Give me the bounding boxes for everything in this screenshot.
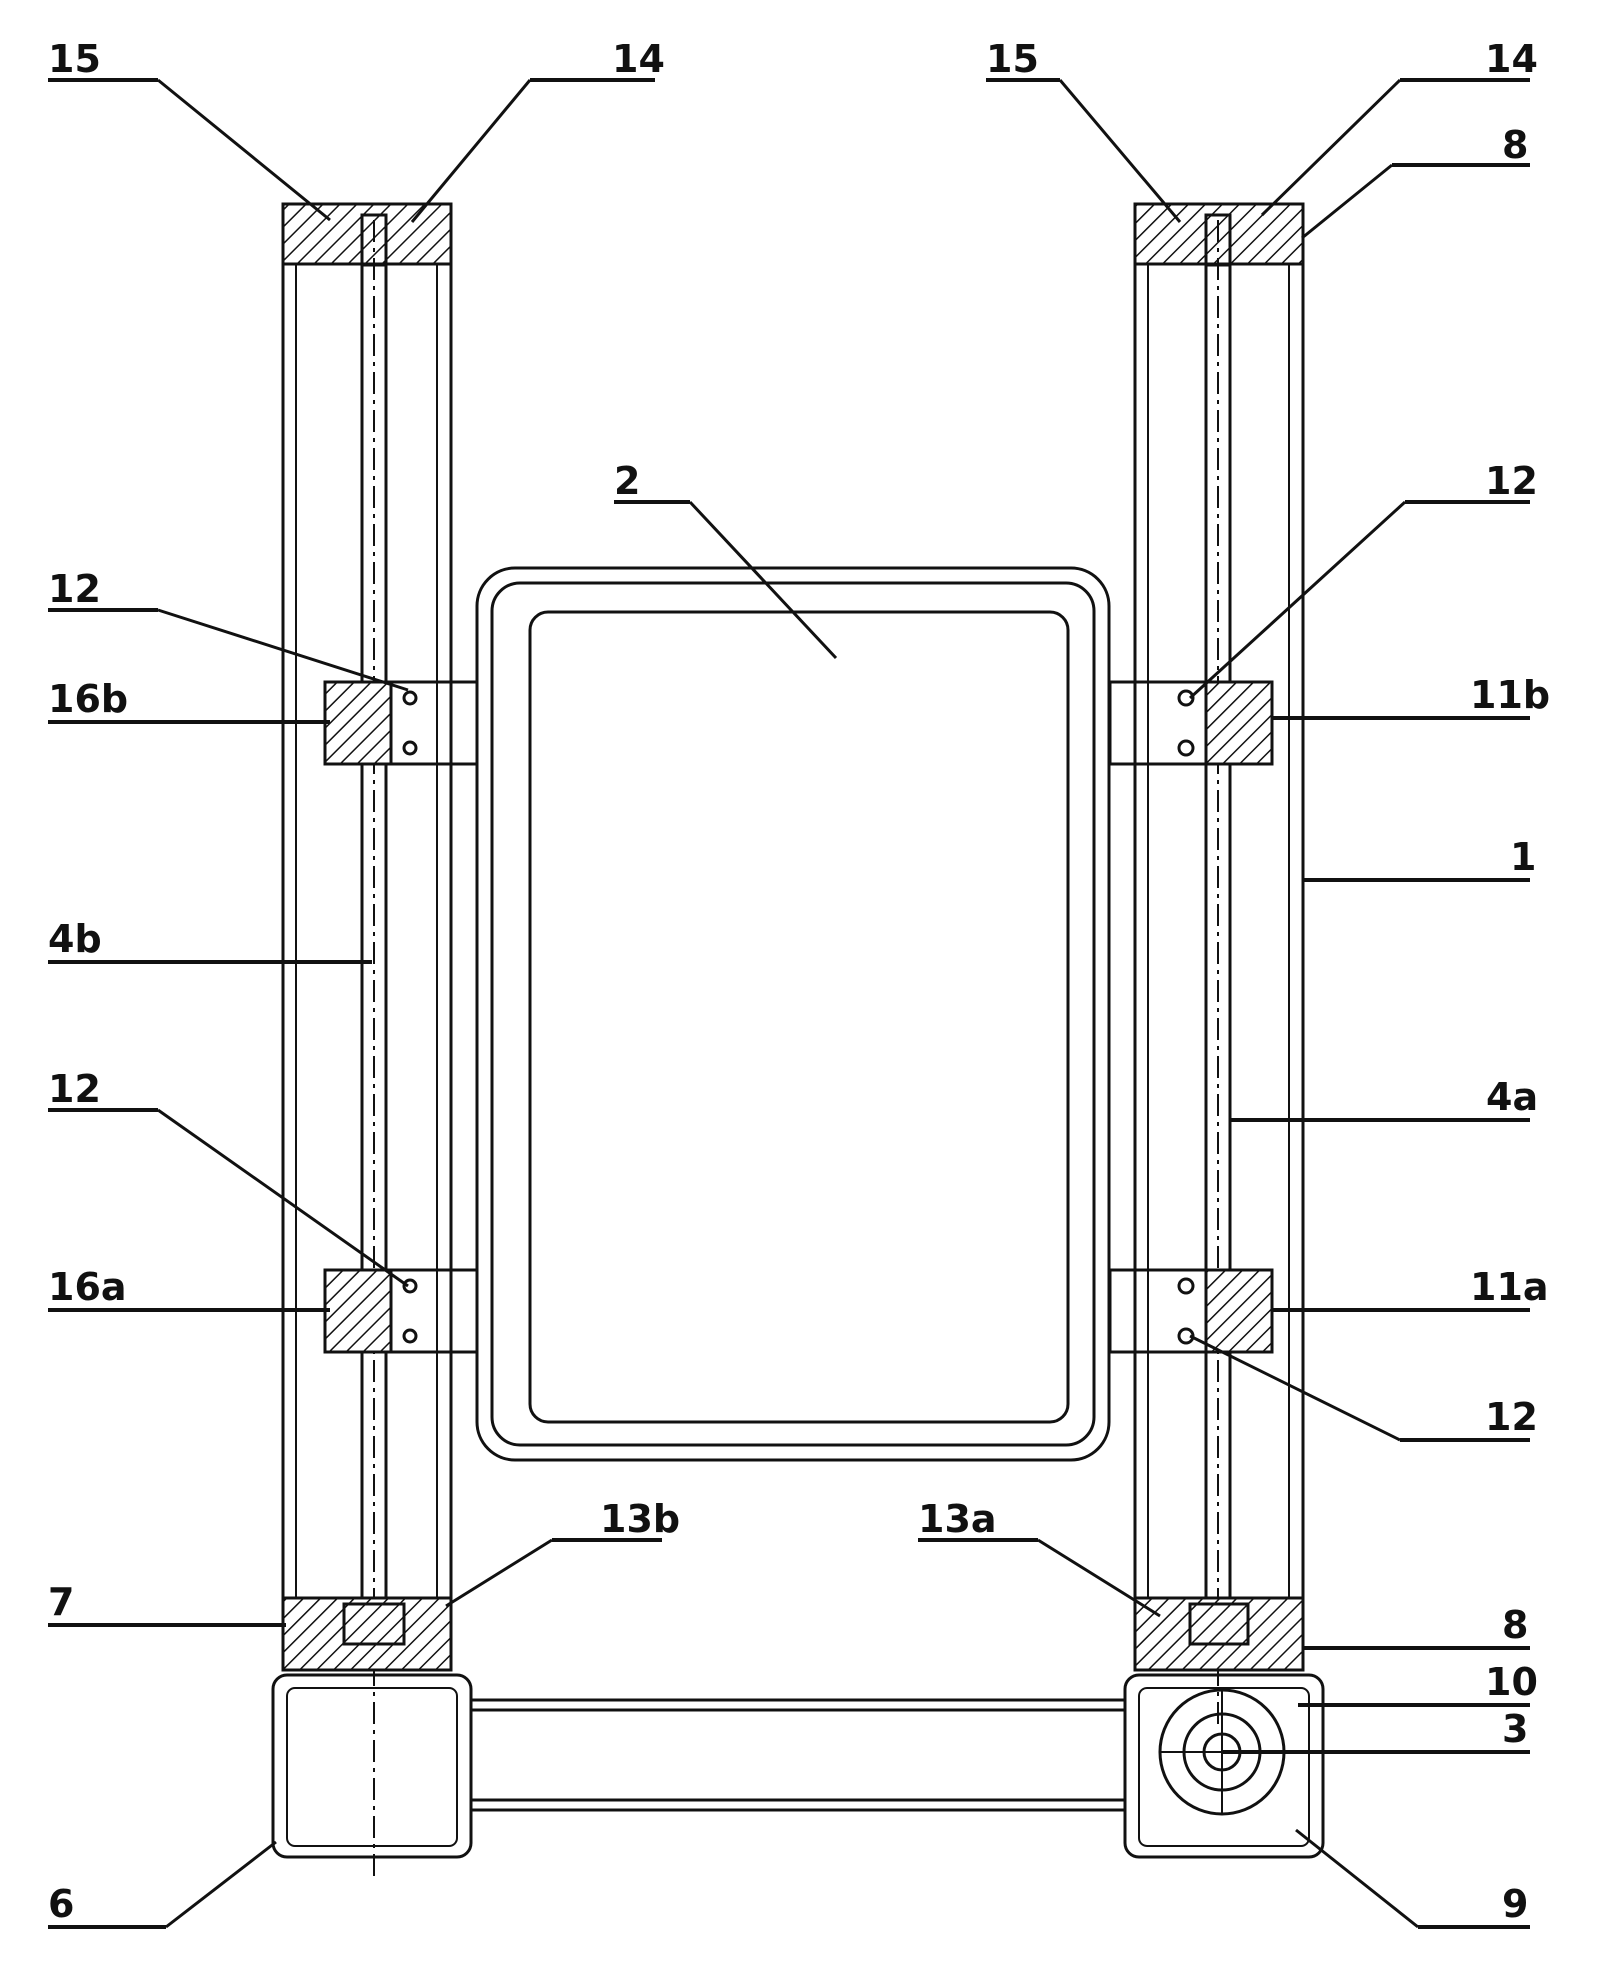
label-8-top: 8 (1502, 123, 1528, 167)
left-slider-16b (323, 680, 393, 766)
label-12-right-top: 12 (1485, 459, 1538, 503)
right-slider-11b (1204, 680, 1274, 766)
labels: 15 14 15 14 8 2 12 12 16b 11b 1 4b 4a 12… (48, 37, 1550, 1926)
label-6: 6 (48, 1882, 74, 1926)
label-1: 1 (1510, 835, 1536, 879)
left-bottom-bearing (281, 1596, 453, 1672)
right-bottom-bearing (1133, 1596, 1305, 1672)
right-column (1108, 202, 1325, 1859)
label-7: 7 (48, 1580, 74, 1624)
label-11a: 11a (1470, 1265, 1549, 1309)
label-11b: 11b (1470, 673, 1550, 717)
right-foot (1123, 1673, 1325, 1859)
leader-lines (48, 78, 1530, 1929)
label-13a: 13a (918, 1497, 997, 1541)
label-16a: 16a (48, 1265, 127, 1309)
label-12-left-top: 12 (48, 567, 101, 611)
label-16b: 16b (48, 677, 128, 721)
label-14-left: 14 (612, 37, 665, 81)
label-14-right: 14 (1485, 37, 1538, 81)
label-9: 9 (1502, 1882, 1528, 1926)
label-8-bottom: 8 (1502, 1603, 1528, 1647)
label-2: 2 (614, 459, 640, 503)
label-12-left-bottom: 12 (48, 1067, 101, 1111)
right-slider-11a (1204, 1268, 1274, 1354)
label-3: 3 (1502, 1707, 1528, 1751)
left-foot (271, 1673, 473, 1859)
label-10: 10 (1485, 1660, 1538, 1704)
label-12-right-bottom: 12 (1485, 1395, 1538, 1439)
label-15-left: 15 (48, 37, 101, 81)
bottom-tube (471, 1698, 1125, 1812)
left-column (271, 202, 479, 1880)
left-slider-16a (323, 1268, 393, 1354)
center-panel (475, 566, 1111, 1462)
label-13b: 13b (600, 1497, 680, 1541)
left-top-cap (281, 202, 453, 266)
label-15-right: 15 (986, 37, 1039, 81)
label-4b: 4b (48, 917, 102, 961)
label-4a: 4a (1486, 1075, 1538, 1119)
